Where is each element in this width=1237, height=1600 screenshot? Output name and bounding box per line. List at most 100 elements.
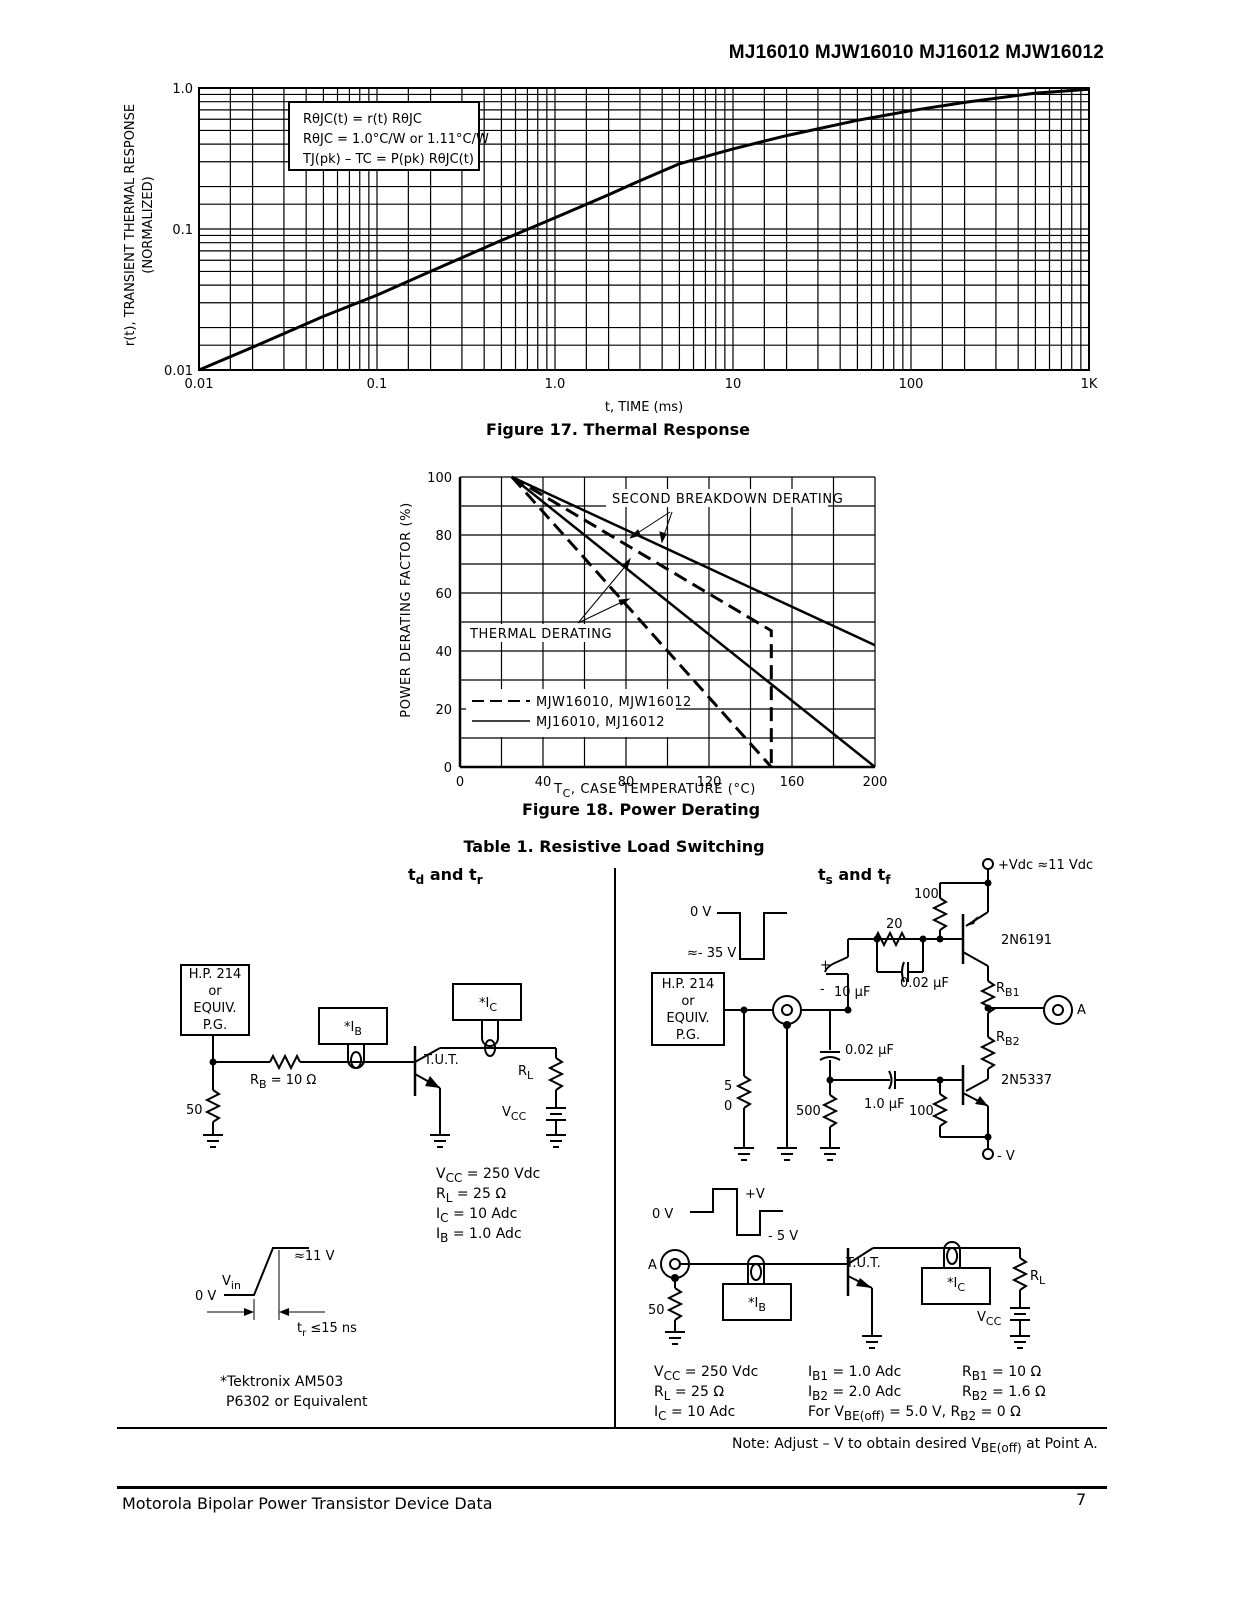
left-ic-probe-label: *IC	[479, 996, 497, 1014]
x-tick-label: 160	[780, 775, 805, 790]
condition-line: IB = 1.0 Adc	[436, 1226, 522, 1245]
x-tick-label: 1.0	[545, 377, 566, 392]
right-vcc-label: VCC	[977, 1310, 1002, 1328]
y-tick-label: 1.0	[172, 82, 193, 97]
r500-label: 500	[796, 1104, 821, 1119]
page-number: 7	[1076, 1490, 1087, 1509]
condition-line: VCC = 250 Vdc	[654, 1364, 758, 1383]
point-a-connector-upper	[1043, 995, 1073, 1025]
r50-resistor	[204, 1089, 222, 1123]
condition-line: VCC = 250 Vdc	[436, 1166, 540, 1185]
left-ib-probe-label: *IB	[344, 1020, 362, 1038]
wave-vin-label: Vin	[222, 1274, 241, 1292]
rb-label: RB = 10 Ω	[250, 1073, 316, 1091]
r100-bottom-label: 100	[909, 1104, 934, 1119]
cap-minus: -	[820, 982, 825, 997]
left-input-waveform	[207, 1247, 325, 1320]
y-tick-label: 100	[427, 471, 452, 486]
wave2-plus: +V	[745, 1187, 765, 1202]
wave-tr-label: tr ≤15 ns	[297, 1321, 357, 1339]
condition-line: RL = 25 Ω	[436, 1186, 506, 1205]
rb1-label: RB1	[996, 981, 1020, 999]
figure-17-caption: Figure 17. Thermal Response	[486, 420, 750, 439]
x-tick-label: 200	[863, 775, 888, 790]
condition-line: RL = 25 Ω	[654, 1384, 724, 1403]
thermal-plot-frame	[198, 87, 1090, 371]
page-header-title: MJ16010 MJW16010 MJ16012 MJW16012	[728, 42, 1104, 63]
ic-probe-box	[452, 983, 522, 1021]
pulse-generator-box	[180, 964, 250, 1036]
formula-line-1: RθJC(t) = r(t) RθJC	[303, 112, 422, 127]
figure-18-caption: Figure 18. Power Derating	[521, 800, 761, 819]
x-tick-label: 120	[697, 775, 722, 790]
y-tick-label: 0	[444, 761, 452, 776]
right-ic-label: *IC	[947, 1276, 965, 1294]
x-tick-label: 0	[456, 775, 464, 790]
rl-resistor	[547, 1057, 565, 1091]
left-heading: td and tr	[408, 865, 483, 887]
derating-series-line	[511, 475, 876, 647]
wave2-0v: 0 V	[652, 1207, 673, 1222]
right-ib-label: *IB	[748, 1296, 766, 1314]
left-rl-label: RL	[518, 1064, 534, 1082]
wave1-low: ≈- 35 V	[687, 946, 736, 961]
q2-emitter-arrow	[975, 1096, 988, 1106]
tut-emitter-arrow	[425, 1076, 440, 1088]
vdc-label: +Vdc ≈11 Vdc	[998, 858, 1093, 873]
svg-text:P.G.: P.G.	[203, 1018, 227, 1033]
thermal-y-label: r(t), TRANSIENT THERMAL RESPONSE	[123, 104, 138, 346]
footer-rule	[117, 1486, 1107, 1489]
legend-label-mjw: MJW16010, MJW16012	[536, 695, 692, 710]
legend-label-mj: MJ16010, MJ16012	[536, 715, 665, 730]
derating-x-label: TC, CASE TEMPERATURE (°C)	[553, 782, 756, 800]
derating-series-line	[511, 475, 773, 767]
svg-text:EQUIV.: EQUIV.	[666, 1011, 709, 1026]
derating-series-line	[511, 476, 876, 768]
thermal-response-curve	[198, 87, 1090, 372]
x-tick-label: 100	[899, 377, 924, 392]
r50-label-a: 5	[724, 1079, 732, 1094]
condition-line: RB1 = 10 Ω	[962, 1364, 1042, 1383]
rb2-label: RB2	[996, 1030, 1020, 1048]
condition-line: IC = 10 Adc	[436, 1206, 517, 1225]
adjust-note: Note: Adjust – V to obtain desired VBE(o…	[732, 1436, 1098, 1455]
condition-line: IB2 = 2.0 Adc	[808, 1384, 901, 1403]
x-tick-label: 40	[535, 775, 552, 790]
x-tick-label: 10	[725, 377, 742, 392]
wave1-0v: 0 V	[690, 905, 711, 920]
y-tick-label: 60	[435, 587, 452, 602]
c002-top-label: 0.02 µF	[900, 976, 949, 991]
rb-resistor	[269, 1053, 301, 1071]
q1-label: 2N6191	[1001, 933, 1052, 948]
probe-note-line-2: P6302 or Equivalent	[226, 1394, 368, 1410]
r50-shunt-resistor	[735, 1075, 753, 1109]
derating-series-line	[510, 475, 773, 769]
wave-vhigh-label: ≈11 V	[294, 1249, 335, 1264]
neg-v-label: - V	[997, 1149, 1015, 1164]
right-ib-probe-box	[722, 1283, 792, 1321]
thermal-x-label: t, TIME (ms)	[605, 400, 683, 415]
thermal-formula-box: RθJC(t) = r(t) RθJC RθJC = 1.0°C/W or 1.…	[288, 101, 489, 171]
c1-label: 1.0 µF	[864, 1097, 905, 1112]
thermal-y-label-2: (NORMALIZED)	[141, 176, 156, 273]
r100-top-label: 100	[914, 887, 939, 902]
x-tick-label: 0.1	[367, 377, 388, 392]
q2-label: 2N5337	[1001, 1073, 1052, 1088]
resistive-load-switching-circuits: td and tr H.P. 214 or EQUIV. P.G. *IB	[117, 858, 1107, 1455]
ib-probe-box	[318, 1007, 388, 1045]
right-tut-label: T.U.T.	[845, 1256, 881, 1271]
wave2-minus: - 5 V	[768, 1229, 798, 1244]
condition-line: RB2 = 1.6 Ω	[962, 1384, 1046, 1403]
point-a-lower-label: A	[648, 1258, 657, 1273]
y-tick-label: 0.01	[164, 364, 193, 379]
y-tick-label: 40	[435, 645, 452, 660]
r100-bottom-resistor	[931, 1093, 949, 1127]
x-tick-label: 0.01	[185, 377, 214, 392]
footer-text: Motorola Bipolar Power Transistor Device…	[122, 1494, 493, 1513]
svg-text:H.P. 214: H.P. 214	[662, 977, 715, 992]
left-pg-box-text: H.P. 214 or EQUIV. P.G.	[189, 967, 242, 1033]
